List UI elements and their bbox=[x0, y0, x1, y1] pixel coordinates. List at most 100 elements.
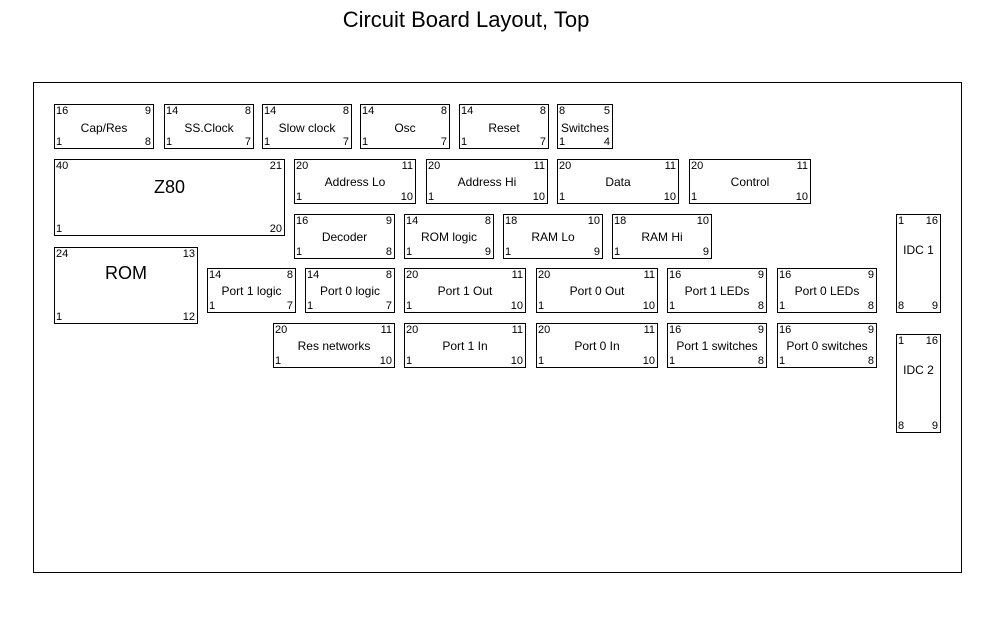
pin-number-tr: 21 bbox=[269, 160, 282, 172]
pin-number-br: 7 bbox=[286, 300, 293, 312]
pin-number-tl: 16 bbox=[56, 105, 69, 117]
pin-number-tl: 24 bbox=[56, 248, 69, 260]
pin-number-br: 8 bbox=[757, 355, 764, 367]
pin-number-tr: 11 bbox=[796, 160, 808, 172]
pin-number-bl: 1 bbox=[461, 136, 468, 148]
pin-number-bl: 1 bbox=[362, 136, 369, 148]
chip-label: Control bbox=[730, 175, 770, 189]
pin-number-br: 10 bbox=[379, 355, 392, 367]
pin-number-tr: 8 bbox=[286, 269, 293, 281]
chip-label: IDC 2 bbox=[903, 363, 934, 377]
pin-number-tl: 18 bbox=[505, 215, 518, 227]
chip-label: Slow clock bbox=[278, 121, 336, 135]
pin-number-tr: 9 bbox=[757, 269, 764, 281]
pin-number-tl: 1 bbox=[898, 335, 905, 347]
pin-number-br: 9 bbox=[931, 420, 938, 432]
pin-number-br: 7 bbox=[385, 300, 392, 312]
pin-number-tr: 10 bbox=[587, 215, 600, 227]
pin-number-tl: 16 bbox=[669, 324, 682, 336]
pin-number-tr: 11 bbox=[664, 160, 676, 172]
pin-number-bl: 1 bbox=[406, 246, 413, 258]
pin-number-tr: 5 bbox=[603, 105, 610, 117]
chip-label: Port 1 LEDs bbox=[684, 284, 750, 298]
pin-number-tr: 9 bbox=[144, 105, 151, 117]
pin-number-tr: 8 bbox=[539, 105, 546, 117]
chip-label: Decoder bbox=[321, 230, 368, 244]
chip-label: IDC 1 bbox=[903, 243, 934, 257]
pin-number-tr: 11 bbox=[380, 324, 392, 336]
pin-number-tr: 11 bbox=[533, 160, 545, 172]
pin-number-tl: 14 bbox=[406, 215, 419, 227]
pin-number-tr: 16 bbox=[925, 215, 938, 227]
pin-number-br: 8 bbox=[867, 300, 874, 312]
pin-number-tl: 20 bbox=[406, 269, 419, 281]
pin-number-bl: 1 bbox=[538, 355, 545, 367]
pin-number-tr: 11 bbox=[511, 324, 523, 336]
pin-number-tl: 8 bbox=[559, 105, 566, 117]
pin-number-tr: 9 bbox=[867, 269, 874, 281]
pin-number-bl: 1 bbox=[296, 191, 303, 203]
pin-number-bl: 1 bbox=[56, 136, 63, 148]
pin-number-tr: 9 bbox=[867, 324, 874, 336]
pin-number-tl: 14 bbox=[166, 105, 179, 117]
pin-number-tr: 8 bbox=[484, 215, 491, 227]
pin-number-bl: 1 bbox=[296, 246, 303, 258]
pin-number-br: 7 bbox=[244, 136, 251, 148]
pin-number-bl: 1 bbox=[505, 246, 512, 258]
chip-label: Res networks bbox=[297, 339, 371, 353]
pin-number-tr: 10 bbox=[696, 215, 709, 227]
pin-number-bl: 1 bbox=[691, 191, 698, 203]
pin-number-br: 8 bbox=[385, 246, 392, 258]
pin-number-br: 7 bbox=[342, 136, 349, 148]
chip-label: Port 0 Out bbox=[569, 284, 625, 298]
pin-number-tr: 9 bbox=[757, 324, 764, 336]
chip-label: RAM Hi bbox=[641, 230, 683, 244]
chip-label: Reset bbox=[488, 121, 520, 135]
chip-label: Z80 bbox=[153, 177, 186, 197]
pin-number-bl: 8 bbox=[898, 300, 905, 312]
pin-number-br: 9 bbox=[593, 246, 600, 258]
pin-number-bl: 1 bbox=[209, 300, 216, 312]
pin-number-br: 20 bbox=[269, 223, 282, 235]
pin-number-bl: 1 bbox=[428, 191, 435, 203]
pin-number-tl: 14 bbox=[461, 105, 474, 117]
pin-number-br: 10 bbox=[642, 355, 655, 367]
pin-number-tr: 9 bbox=[385, 215, 392, 227]
pin-number-tr: 8 bbox=[342, 105, 349, 117]
pin-number-tl: 16 bbox=[779, 324, 792, 336]
pin-number-br: 4 bbox=[603, 136, 610, 148]
pin-number-bl: 1 bbox=[56, 223, 63, 235]
pin-number-tl: 20 bbox=[538, 269, 551, 281]
pin-number-bl: 1 bbox=[538, 300, 545, 312]
chip-label: Port 1 logic bbox=[221, 284, 282, 298]
chip-label: SS.Clock bbox=[184, 121, 234, 135]
pin-number-tl: 20 bbox=[406, 324, 419, 336]
circuit-board-outline bbox=[33, 82, 962, 573]
pin-number-bl: 8 bbox=[898, 420, 905, 432]
chip-label: Port 1 Out bbox=[437, 284, 493, 298]
chip-label: RAM Lo bbox=[531, 230, 575, 244]
pin-number-bl: 1 bbox=[614, 246, 621, 258]
pin-number-br: 9 bbox=[931, 300, 938, 312]
pin-number-tl: 14 bbox=[362, 105, 375, 117]
pin-number-br: 12 bbox=[182, 311, 195, 323]
pin-number-br: 8 bbox=[144, 136, 151, 148]
pin-number-tl: 20 bbox=[559, 160, 572, 172]
pin-number-br: 9 bbox=[702, 246, 709, 258]
